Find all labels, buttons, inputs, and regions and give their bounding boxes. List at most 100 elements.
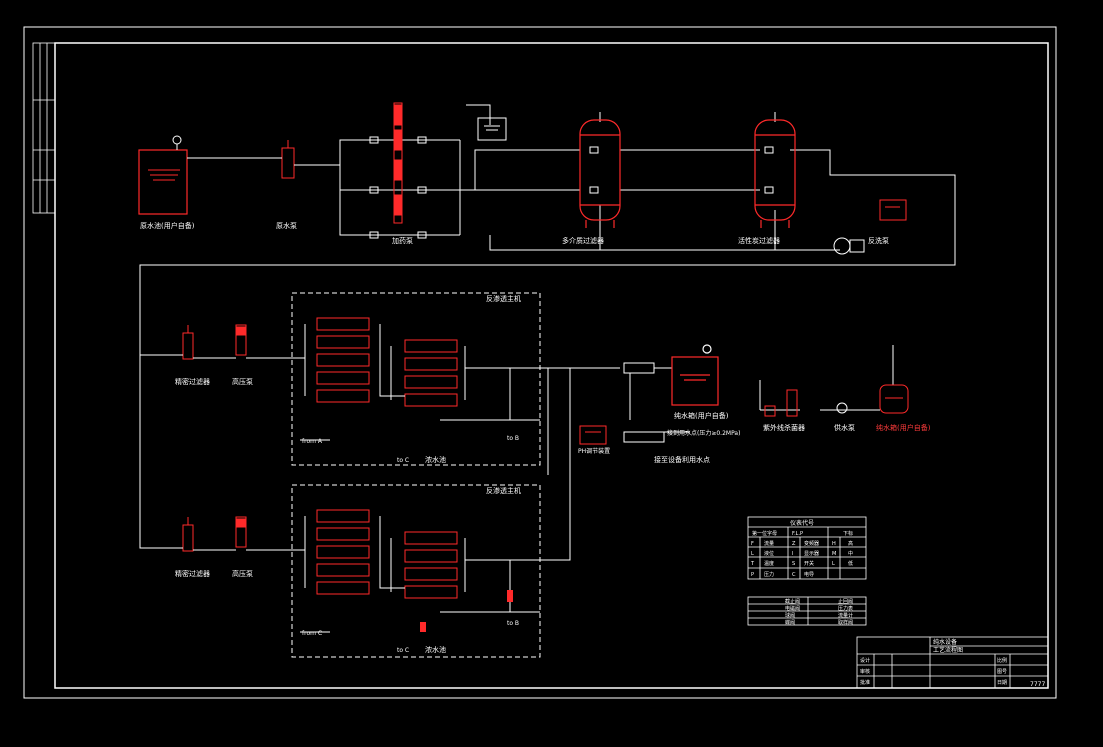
svg-text:图号: 图号 [997,669,1007,675]
to-b-b: to B [507,620,519,627]
svg-text:S: S [792,561,795,567]
security-filter-b-label: 精密过滤器 [175,569,210,578]
top-pipes [139,104,956,355]
legend-row-header: 第一位字母 [752,530,777,537]
pure-water-tank [671,344,719,406]
legend-row-header-2: F.L.P [792,531,803,537]
chlorine-box [623,431,665,443]
security-filter-b [182,517,194,552]
svg-text:取样阀: 取样阀 [838,619,853,626]
dosing-pump-stack [393,102,403,224]
binding-strip [32,42,56,214]
ro-unit-a [291,292,541,466]
uv-unit [764,389,798,417]
ro-unit-b [291,484,541,658]
svg-text:温度: 温度 [764,560,774,567]
svg-text:显示器: 显示器 [804,551,819,557]
uv-sterilizer-label: 紫外线杀菌器 [763,423,805,432]
hp-pump-a-label: 高压泵 [232,377,253,386]
raw-water-tank [138,135,188,215]
to-use-point-label: 接到用水点(压力≥0.2MPa) [667,429,740,437]
svg-text:球阀: 球阀 [785,612,795,619]
svg-text:流量计: 流量计 [838,612,853,619]
to-b-a: to B [507,435,519,442]
carbon-filter-label: 活性炭过滤器 [738,236,780,245]
instrument-legend-table [747,516,867,580]
legend-table-cells: F 流量 Z 变频器 H 高 L 液位 I 显示器 M 中 T 温度 S 开关 … [750,540,853,578]
svg-text:开关: 开关 [804,560,814,567]
svg-text:H: H [832,541,836,547]
hp-pump-b-label: 高压泵 [232,569,253,578]
security-filter-a-label: 精密过滤器 [175,377,210,386]
svg-text:低: 低 [848,560,853,567]
svg-text:截止阀: 截止阀 [785,598,800,605]
final-tank-label: 纯水箱(用户自备) [876,423,931,432]
svg-text:审核: 审核 [860,668,870,675]
chemical-tank [477,117,507,141]
svg-text:L: L [751,551,754,557]
conc-water-a-label: 浓水池 [425,455,446,464]
title-project: 纯水设备 [933,638,957,646]
ph-adjust-label: PH调节装置 [578,447,610,455]
svg-text:液位: 液位 [764,550,774,557]
security-filter-a [182,325,194,360]
pure-water-tank-label: 纯水箱(用户自备) [674,411,729,420]
backwash-pump-label: 反洗泵 [868,236,889,245]
top-valves [369,136,774,239]
svg-text:止回阀: 止回阀 [838,598,853,605]
svg-text:Z: Z [792,541,796,547]
conc-water-b-label: 浓水池 [425,645,446,654]
svg-text:P: P [751,572,754,578]
ph-adjust-tank [579,425,607,445]
multimedia-filter [579,119,621,228]
hp-pump-b [235,516,247,548]
svg-text:电磁阀: 电磁阀 [785,605,800,612]
product-pipes [629,345,894,433]
backwash-pump [833,237,865,255]
backwash-tank [879,199,907,221]
to-c-b: to C [397,647,409,654]
ro-unit-a-label: 反渗透主机 [486,294,521,303]
multimedia-filter-label: 多介质过滤器 [562,236,604,245]
raw-water-tank-label: 原水池(用户自备) [140,221,195,230]
svg-text:流量: 流量 [764,540,774,547]
symbol-legend-table [747,596,867,626]
raw-feed-pump [281,140,295,179]
to-c-a: to C [397,457,409,464]
svg-text:T: T [750,561,755,567]
svg-text:比例: 比例 [997,657,1007,664]
svg-text:日期: 日期 [997,680,1007,686]
uv-sterilizer-top [623,362,672,374]
ro-b-pipes [139,355,571,633]
ro-unit-b-label: 反渗透主机 [486,486,521,495]
svg-text:批准: 批准 [860,679,870,686]
svg-text:变频器: 变频器 [804,540,819,547]
title-block-cells: 设计 比例 审核 图号 批准 日期 [860,657,1007,686]
inner-frame [54,42,1049,689]
clean-water-pump-label: 供水泵 [834,423,855,432]
sheet-number: 7777 [1030,681,1045,688]
outer-frame [23,26,1057,699]
dosing-pump-label: 加药泵 [392,236,413,245]
svg-text:设计: 设计 [860,657,870,664]
from-c: from C [302,630,322,637]
svg-text:L: L [832,561,835,567]
carbon-filter [754,119,796,228]
legend-row-header-3: 下标 [843,530,853,537]
raw-feed-pump-label: 原水泵 [276,221,297,230]
legend-table-title: 仪表代号 [790,519,814,527]
final-tank [879,384,909,414]
svg-text:C: C [792,572,796,578]
title-drawing: 工艺流程图 [933,646,963,654]
svg-text:中: 中 [848,550,853,557]
backup-use-label: 接至设备利用水点 [654,455,710,464]
from-a: from A [302,438,323,445]
hp-pump-a [235,324,247,356]
symbol-legend-cells: 截止阀 止回阀 电磁阀 压力表 球阀 流量计 蝶阀 取样阀 [785,598,853,626]
svg-text:压力: 压力 [764,571,774,578]
ro-b-red-markers [420,590,513,632]
clean-water-pump [836,402,848,414]
svg-text:电导: 电导 [804,571,814,578]
svg-text:蝶阀: 蝶阀 [785,619,795,626]
